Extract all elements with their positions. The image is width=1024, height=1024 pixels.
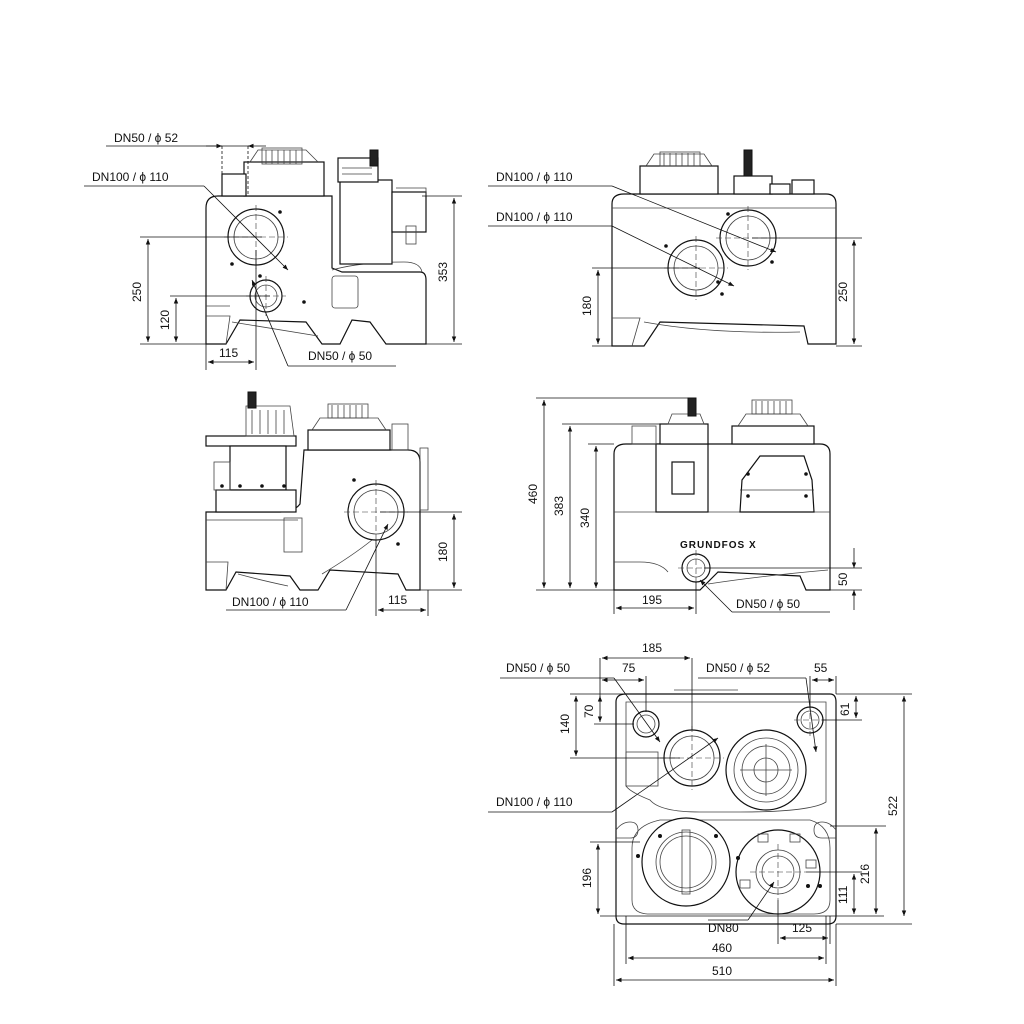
dim-111-top: 111 <box>836 885 850 904</box>
cover-knob-top <box>725 729 807 811</box>
back-view: DN100 / ϕ 110 180 115 <box>205 391 462 616</box>
label-dn50-50-left: DN50 / ϕ 50 <box>308 349 372 363</box>
label-dn100-110-lower-right: DN100 / ϕ 110 <box>496 210 573 224</box>
label-dn80-top: DN80 <box>708 921 739 935</box>
label-dn50-52-left: DN50 / ϕ 52 <box>114 131 178 145</box>
dim-216-top: 216 <box>858 864 872 884</box>
label-dn50-50-top: DN50 / ϕ 50 <box>506 661 570 675</box>
dim-75-top: 75 <box>622 661 636 675</box>
dim-195-front: 195 <box>642 593 662 607</box>
dim-125-top: 125 <box>792 921 812 935</box>
cover-knob-right <box>659 151 701 167</box>
dim-115-left: 115 <box>219 346 238 360</box>
dim-340-front: 340 <box>578 508 592 528</box>
dim-460-front: 460 <box>526 484 540 504</box>
brand-logo: GRUNDFOS X <box>680 540 757 551</box>
dim-61-top: 61 <box>838 702 852 716</box>
label-dn100-110-back: DN100 / ϕ 110 <box>232 595 309 609</box>
cover-knob-back <box>327 403 369 419</box>
dim-250-right: 250 <box>836 282 850 302</box>
pump-outlet-dn80-top <box>735 829 821 915</box>
dim-180-right: 180 <box>580 296 594 316</box>
dim-140-top: 140 <box>558 714 572 734</box>
dim-460-top: 460 <box>712 941 732 955</box>
dim-383-front: 383 <box>552 496 566 516</box>
label-dn100-110-top: DN100 / ϕ 110 <box>496 795 573 809</box>
pump-cover-left-top <box>641 817 731 907</box>
cover-knob <box>261 147 303 165</box>
dim-180-back: 180 <box>436 542 450 562</box>
dim-522-top: 522 <box>886 796 900 816</box>
inlet-dn50-top <box>632 710 660 738</box>
dim-70-top: 70 <box>582 704 596 718</box>
side-view-right: DN100 / ϕ 110 DN100 / ϕ 110 180 250 <box>488 149 862 347</box>
side-view-left: DN50 / ϕ 52 DN100 / ϕ 110 DN50 / ϕ 50 35… <box>84 131 462 370</box>
dim-185-top: 185 <box>642 641 662 655</box>
dim-510-top: 510 <box>712 964 732 978</box>
dim-115-back: 115 <box>388 593 407 607</box>
dim-50-front: 50 <box>836 572 850 586</box>
label-dn50-50-front: DN50 / ϕ 50 <box>736 597 800 611</box>
label-dn50-52-top: DN50 / ϕ 52 <box>706 661 770 675</box>
cover-knob-front <box>751 399 793 415</box>
top-view: 185 75 DN50 / ϕ 50 DN50 / ϕ 52 55 70 140… <box>488 641 912 986</box>
dim-250-left: 250 <box>130 282 144 302</box>
label-dn100-110-left: DN100 / ϕ 110 <box>92 170 169 184</box>
dim-120-left: 120 <box>158 310 172 330</box>
dim-353-left: 353 <box>436 262 450 282</box>
label-dn100-110-upper-right: DN100 / ϕ 110 <box>496 170 573 184</box>
dim-55-top: 55 <box>814 661 828 675</box>
front-view: GRUNDFOS X 460 383 340 195 50 DN50 / ϕ 5 <box>526 397 862 614</box>
dim-196-top: 196 <box>580 868 594 888</box>
